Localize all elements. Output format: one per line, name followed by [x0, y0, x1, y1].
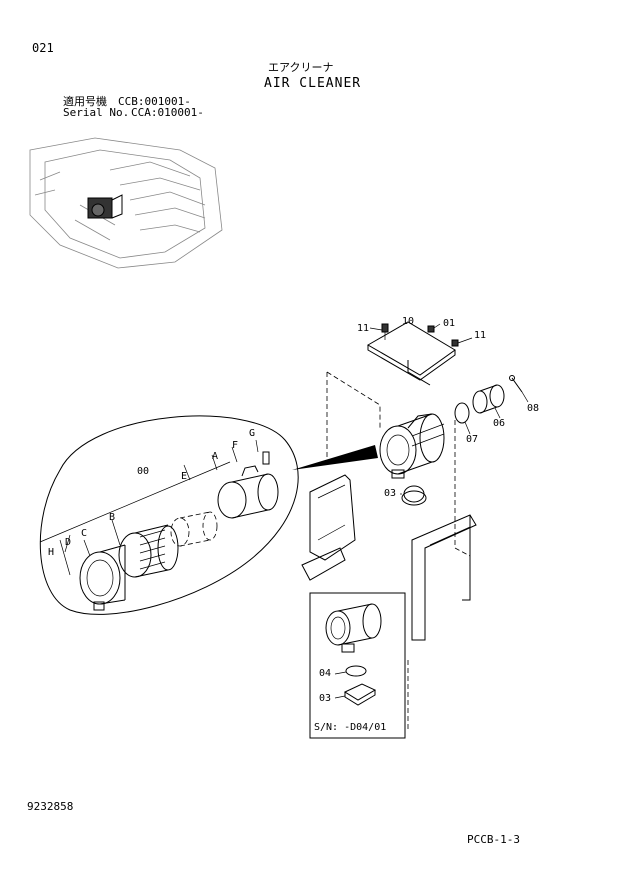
older-serial-inset [309, 592, 406, 739]
page-reference: PCCB-1-3 [467, 833, 520, 846]
serial-note: S/N: -D04/01 [314, 722, 387, 733]
callout-08: 08 [527, 403, 540, 414]
callout-d: D [65, 537, 72, 548]
callout-00: 00 [137, 466, 150, 477]
page-number: 021 [32, 41, 54, 55]
callout-a: A [212, 451, 219, 462]
callout-04: 04 [319, 668, 332, 679]
callout-03: 03 [384, 488, 397, 499]
callout-e: E [181, 471, 188, 482]
callout-07: 07 [466, 434, 479, 445]
title-japanese: エアクリーナ [268, 61, 334, 74]
applicable-label: 適用号機 [63, 95, 107, 108]
callout-06: 06 [493, 418, 506, 429]
applicable-value: CCB:001001- [118, 95, 191, 108]
callout-c: C [81, 528, 88, 539]
callout-11: 11 [357, 323, 370, 334]
serial-label: Serial No. [63, 106, 130, 119]
callout-h: H [48, 547, 55, 558]
machine-overview-sketch [29, 137, 223, 269]
main-assembly [301, 321, 529, 730]
serial-value: CCA:010001- [131, 106, 204, 119]
callout-03: 03 [319, 693, 332, 704]
callout-b: B [109, 512, 116, 523]
callout-f: F [232, 440, 239, 451]
callout-11: 11 [474, 330, 487, 341]
callout-01: 01 [443, 318, 456, 329]
part-number: 9232858 [27, 800, 74, 813]
callout-g: G [249, 428, 256, 439]
page-title: AIR CLEANER [264, 76, 362, 91]
exploded-view-inset [39, 415, 378, 615]
callout-10: 10 [402, 316, 415, 327]
